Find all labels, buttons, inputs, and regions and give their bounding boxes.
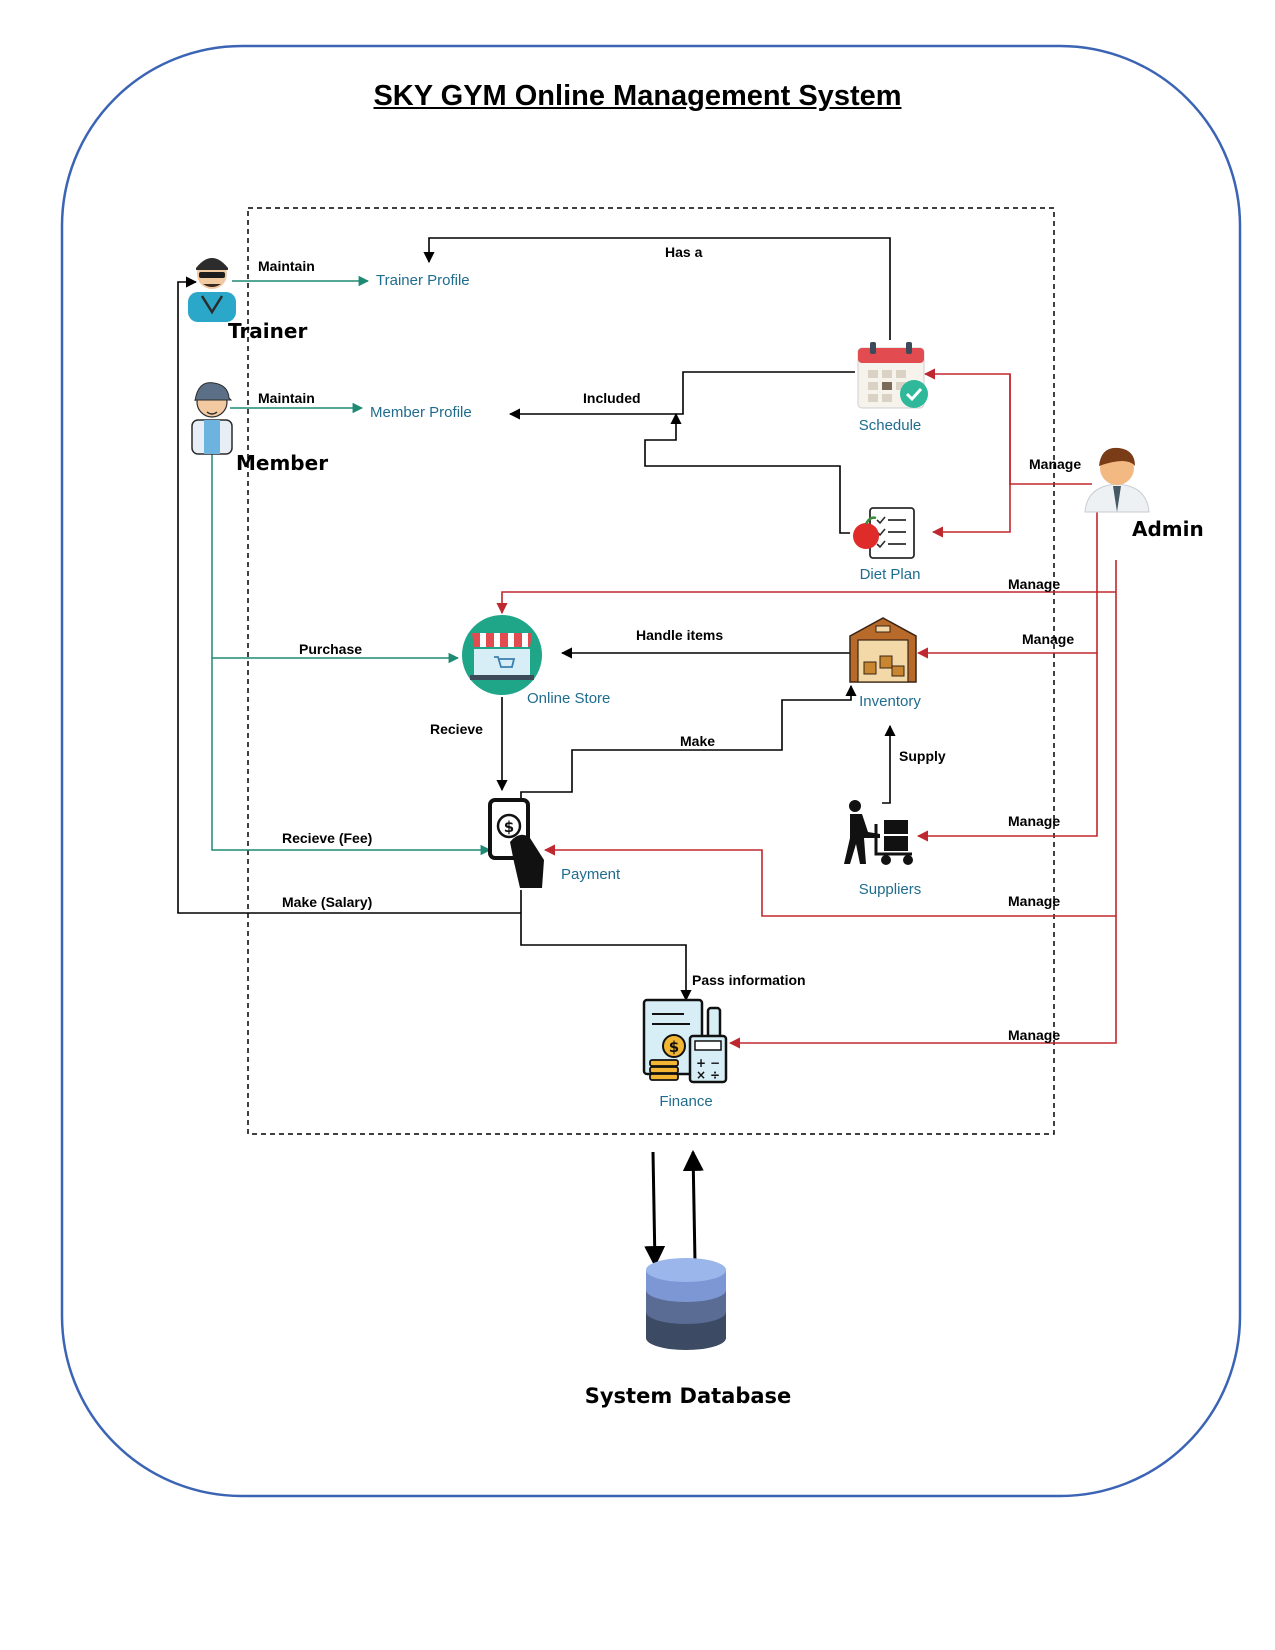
label-recieve: Recieve (430, 721, 483, 737)
arrow-from-database (682, 1149, 704, 1263)
black-connectors (177, 237, 896, 1002)
svg-text:$: $ (669, 1038, 679, 1056)
edge-manage-finance (728, 916, 1117, 1049)
edge-member-fee (211, 658, 492, 856)
svg-text:+: + (696, 1056, 706, 1070)
edge-manage-diet (931, 374, 1011, 538)
node-online-store: Online Store (527, 690, 610, 707)
label-manage-schedule: Manage (1029, 456, 1081, 472)
database-arrows (644, 1149, 704, 1268)
finance-icon: $ + − × ÷ (642, 998, 728, 1084)
edge-manage-schedule (923, 368, 1011, 485)
node-database: System Database (585, 1384, 792, 1408)
actor-trainer-label: Trainer (228, 319, 307, 343)
actor-member-label: Member (236, 451, 328, 475)
edge-included (508, 371, 855, 420)
outer-frame (60, 44, 1242, 1498)
label-manage-payment: Manage (1008, 893, 1060, 909)
payment-icon: $ (488, 798, 544, 888)
edge-manage-suppliers (916, 653, 1098, 842)
label-purchase: Purchase (299, 641, 362, 657)
node-trainer-profile: Trainer Profile (376, 272, 470, 289)
svg-text:×: × (696, 1068, 706, 1082)
edge-manage-payment (543, 560, 1117, 917)
label-manage-inventory: Manage (1022, 631, 1074, 647)
label-make: Make (680, 733, 715, 749)
edge-manage-store (496, 591, 1116, 615)
label-manage-store: Manage (1008, 576, 1060, 592)
suppliers-icon (844, 800, 913, 865)
label-trainer-maintain: Maintain (258, 258, 315, 274)
edge-make-salary (177, 276, 521, 914)
label-handle-items: Handle items (636, 627, 723, 643)
admin-icon (1084, 447, 1150, 513)
green-connectors (211, 275, 492, 856)
node-inventory: Inventory (859, 693, 921, 710)
label-member-maintain: Maintain (258, 390, 315, 406)
label-manage-finance: Manage (1008, 1027, 1060, 1043)
schedule-icon (857, 342, 928, 409)
database-icon (646, 1258, 726, 1350)
node-suppliers: Suppliers (859, 881, 922, 898)
edge-has-a (423, 237, 891, 340)
system-boundary (247, 207, 1055, 1135)
node-schedule: Schedule (859, 417, 922, 434)
node-diet-plan: Diet Plan (860, 566, 921, 583)
actor-admin-label: Admin (1132, 517, 1204, 541)
label-recieve-fee: Recieve (Fee) (282, 830, 372, 846)
page-title: SKY GYM Online Management System (373, 80, 902, 112)
trainer-icon (188, 258, 236, 322)
svg-text:$: $ (504, 818, 514, 836)
edge-make (520, 684, 857, 808)
label-included: Included (583, 390, 641, 406)
label-make-salary: Make (Salary) (282, 894, 372, 910)
label-supply: Supply (899, 748, 946, 764)
member-icon (191, 382, 233, 455)
diet-plan-icon (853, 507, 915, 559)
node-member-profile: Member Profile (370, 404, 472, 421)
label-pass-information: Pass information (692, 972, 806, 988)
edge-supply (882, 724, 896, 804)
node-payment: Payment (561, 866, 621, 883)
svg-text:−: − (710, 1056, 720, 1070)
edge-member-purchase (211, 446, 460, 664)
svg-text:÷: ÷ (710, 1068, 720, 1082)
inventory-icon (849, 617, 917, 683)
edge-diet-included (644, 412, 850, 534)
arrow-to-database (644, 1151, 666, 1268)
edge-pass-information (520, 890, 692, 1002)
label-manage-suppliers: Manage (1008, 813, 1060, 829)
red-connectors (496, 368, 1117, 1049)
label-has-a: Has a (665, 244, 703, 260)
online-store-icon (462, 615, 542, 695)
node-finance: Finance (659, 1093, 712, 1110)
edge-manage-inventory (916, 492, 1098, 659)
